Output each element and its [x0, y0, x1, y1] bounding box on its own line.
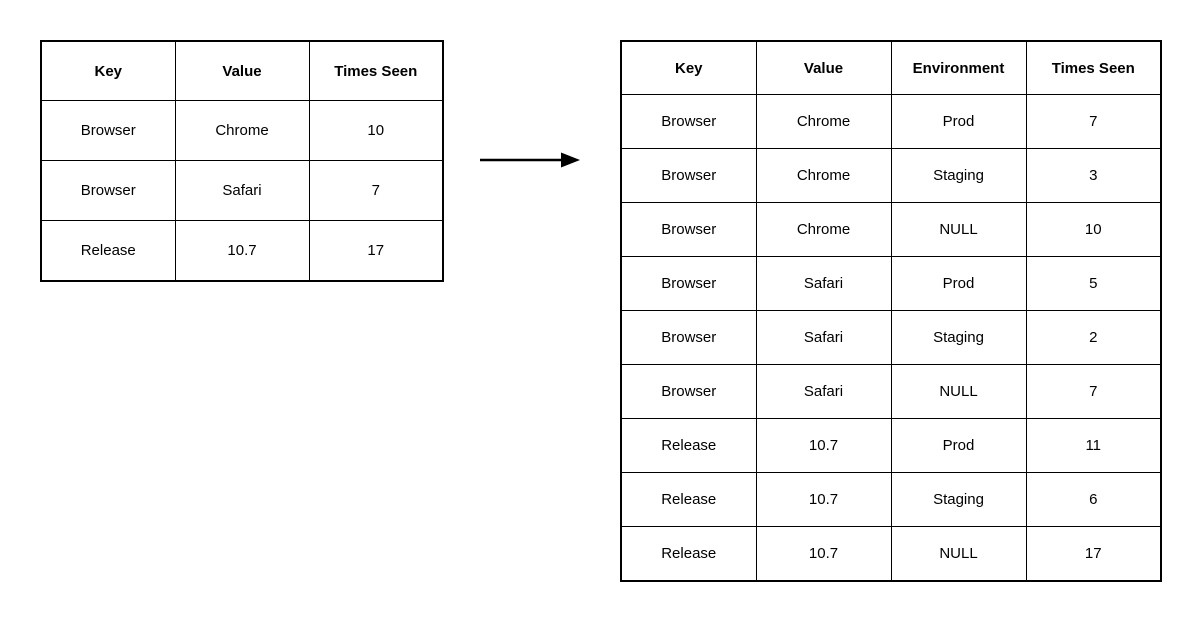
table-cell: Staging: [890, 310, 1027, 365]
table-cell: 10.7: [755, 526, 892, 582]
column-header: Environment: [890, 40, 1027, 95]
column-header: Times Seen: [308, 40, 444, 101]
table-cell: Prod: [890, 256, 1027, 311]
table-cell: Prod: [890, 94, 1027, 149]
table-cell: NULL: [890, 364, 1027, 419]
table-cell: NULL: [890, 526, 1027, 582]
table-cell: Chrome: [755, 94, 892, 149]
table-cell: Chrome: [174, 100, 310, 161]
table-cell: Prod: [890, 418, 1027, 473]
arrow-right-icon: [480, 152, 580, 168]
column-header: Value: [755, 40, 892, 95]
table-cell: 5: [1025, 256, 1162, 311]
table-cell: Browser: [620, 310, 757, 365]
column-header: Value: [174, 40, 310, 101]
table-cell: Staging: [890, 148, 1027, 203]
table-cell: 10.7: [755, 472, 892, 527]
column-header: Key: [620, 40, 757, 95]
arrow-head: [561, 152, 580, 168]
table-cell: Safari: [174, 160, 310, 221]
table-cell: Safari: [755, 364, 892, 419]
table-cell: Release: [620, 526, 757, 582]
table-cell: 17: [308, 220, 444, 282]
table-cell: Safari: [755, 310, 892, 365]
table-cell: Staging: [890, 472, 1027, 527]
table-cell: 6: [1025, 472, 1162, 527]
table-cell: Chrome: [755, 202, 892, 257]
table-cell: Browser: [620, 364, 757, 419]
table-cell: Browser: [620, 202, 757, 257]
table-cell: NULL: [890, 202, 1027, 257]
table-cell: Chrome: [755, 148, 892, 203]
table-cell: 2: [1025, 310, 1162, 365]
table-cell: Safari: [755, 256, 892, 311]
table-cell: 10: [1025, 202, 1162, 257]
table-cell: 7: [1025, 364, 1162, 419]
table-cell: 3: [1025, 148, 1162, 203]
table-cell: Release: [40, 220, 176, 282]
column-header: Times Seen: [1025, 40, 1162, 95]
table-cell: Release: [620, 418, 757, 473]
table-cell: 11: [1025, 418, 1162, 473]
table-cell: 7: [308, 160, 444, 221]
table-cell: Browser: [620, 256, 757, 311]
table-cell: 10: [308, 100, 444, 161]
table-cell: 10.7: [755, 418, 892, 473]
table-cell: 10.7: [174, 220, 310, 282]
column-header: Key: [40, 40, 176, 101]
table-cell: Browser: [40, 160, 176, 221]
table-cell: 7: [1025, 94, 1162, 149]
table-cell: Browser: [620, 94, 757, 149]
table-cell: Browser: [620, 148, 757, 203]
table-cell: Browser: [40, 100, 176, 161]
table-cell: 17: [1025, 526, 1162, 582]
table-cell: Release: [620, 472, 757, 527]
